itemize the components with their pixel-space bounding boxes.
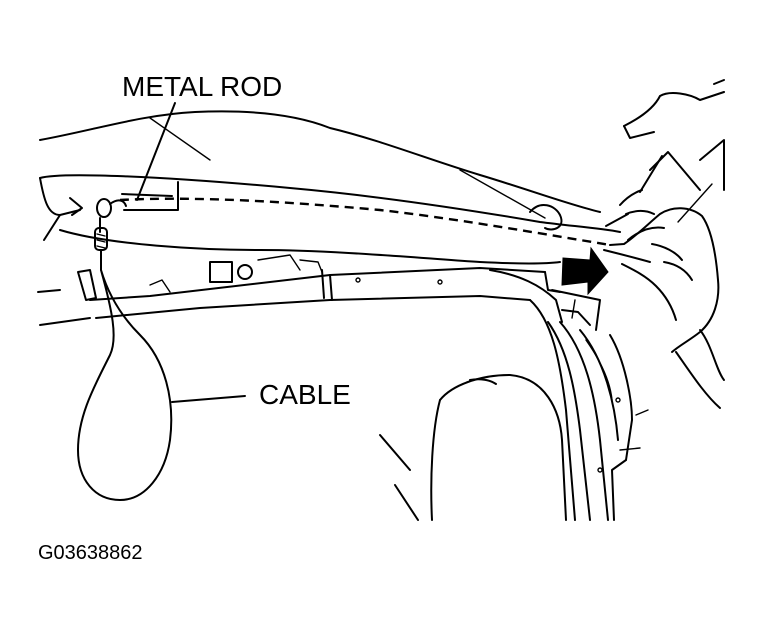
metal-rod-leader	[136, 102, 176, 201]
roof-side-rail	[37, 254, 601, 331]
metal-rod-path	[119, 197, 611, 247]
pull-direction-arrow	[561, 246, 609, 296]
cable-leader	[171, 395, 246, 403]
rod-hook	[94, 198, 127, 271]
headliner-fabric	[39, 110, 621, 265]
seat-back	[379, 374, 567, 521]
cable-label: CABLE	[259, 379, 351, 410]
hand	[603, 79, 725, 409]
metal-rod-label: METAL ROD	[122, 71, 283, 102]
cable-loop	[77, 269, 246, 501]
figure-code: G03638862	[38, 542, 143, 564]
pillar	[529, 299, 649, 521]
